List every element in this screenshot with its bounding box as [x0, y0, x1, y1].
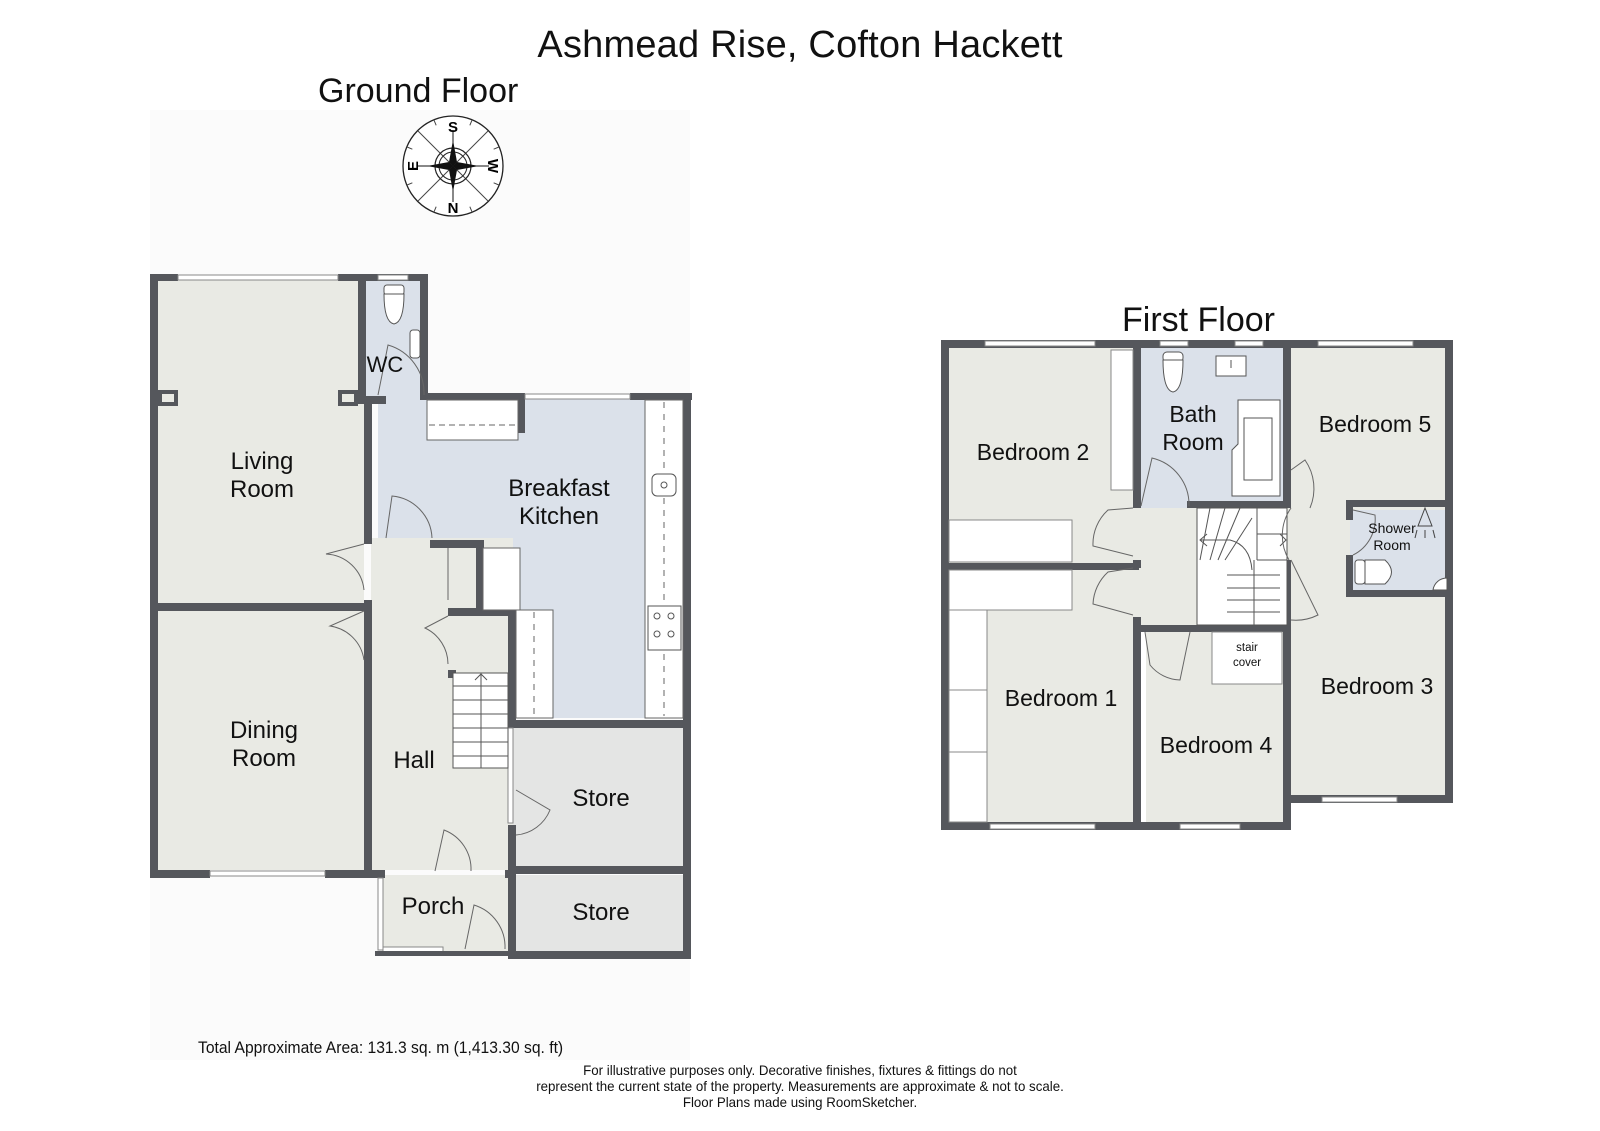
- hob-icon: [647, 605, 682, 651]
- compass-north-label: N: [448, 200, 459, 217]
- sink-icon: [409, 329, 421, 359]
- bedroom-3-label: Bedroom 3: [1321, 673, 1434, 699]
- porch-label: Porch: [402, 893, 465, 920]
- compass-south-label: S: [448, 119, 458, 136]
- bathroom-label: Bath: [1169, 401, 1216, 427]
- living-room-label: Living: [231, 448, 294, 475]
- first-floor-door-swings: [1092, 457, 1376, 681]
- ground-floor-windows: [177, 274, 631, 953]
- ground-floor-stairs: [452, 672, 509, 769]
- compass-west-label: W: [484, 159, 501, 174]
- living-room-floor: [157, 280, 364, 607]
- bedroom-4-label: Bedroom 4: [1160, 732, 1273, 758]
- first-floor-windows: [984, 340, 1414, 830]
- kitchen-counters: [426, 399, 684, 719]
- bedroom-2-label: Bedroom 2: [977, 439, 1090, 465]
- dining-room-label: Dining: [230, 717, 298, 744]
- store-1-floor: [513, 722, 688, 870]
- disclaimer-line-1: For illustrative purposes only. Decorati…: [583, 1062, 1017, 1078]
- total-area-text: Total Approximate Area: 131.3 sq. m (1,4…: [198, 1038, 564, 1057]
- dining-room-floor: [157, 607, 364, 870]
- store-bottom-wall: [508, 951, 691, 959]
- ground-floor-walls: [150, 274, 692, 956]
- wc-label: WC: [367, 352, 404, 377]
- store-2-label: Store: [572, 899, 629, 926]
- first-floor-stairs: [1196, 507, 1288, 626]
- store-2-floor: [513, 875, 688, 955]
- wardrobes: [948, 349, 1283, 823]
- compass-east-label: E: [405, 161, 422, 171]
- bedroom-1-label: Bedroom 1: [1005, 685, 1118, 711]
- shower-room-label: Shower: [1368, 520, 1416, 536]
- bedroom-5-label: Bedroom 5: [1319, 411, 1432, 437]
- kitchen-sink-icon: [651, 473, 677, 497]
- door-swings: [325, 344, 551, 950]
- breakfast-kitchen-label: Breakfast: [508, 475, 610, 502]
- stair-cover-label: stair: [1236, 642, 1258, 654]
- compass-icon: S N E W: [402, 115, 504, 217]
- disclaimer-line-2: represent the current state of the prope…: [536, 1078, 1064, 1094]
- hall-label: Hall: [393, 747, 434, 774]
- disclaimer-line-3: Floor Plans made using RoomSketcher.: [682, 1094, 918, 1110]
- plan-title: Ashmead Rise, Cofton Hackett: [537, 24, 1063, 66]
- porch-bottom-wall: [375, 951, 515, 956]
- shower-fixtures: [1354, 559, 1448, 591]
- first-floor-title: First Floor: [1122, 301, 1275, 339]
- toilet-icon: [383, 284, 405, 325]
- store-1-label: Store: [572, 785, 629, 812]
- ground-floor-title: Ground Floor: [318, 72, 519, 110]
- disclaimer: For illustrative purposes only. Decorati…: [0, 1062, 1600, 1110]
- bathroom-fixtures: [1162, 351, 1281, 497]
- shower-head-icon: [1414, 506, 1436, 539]
